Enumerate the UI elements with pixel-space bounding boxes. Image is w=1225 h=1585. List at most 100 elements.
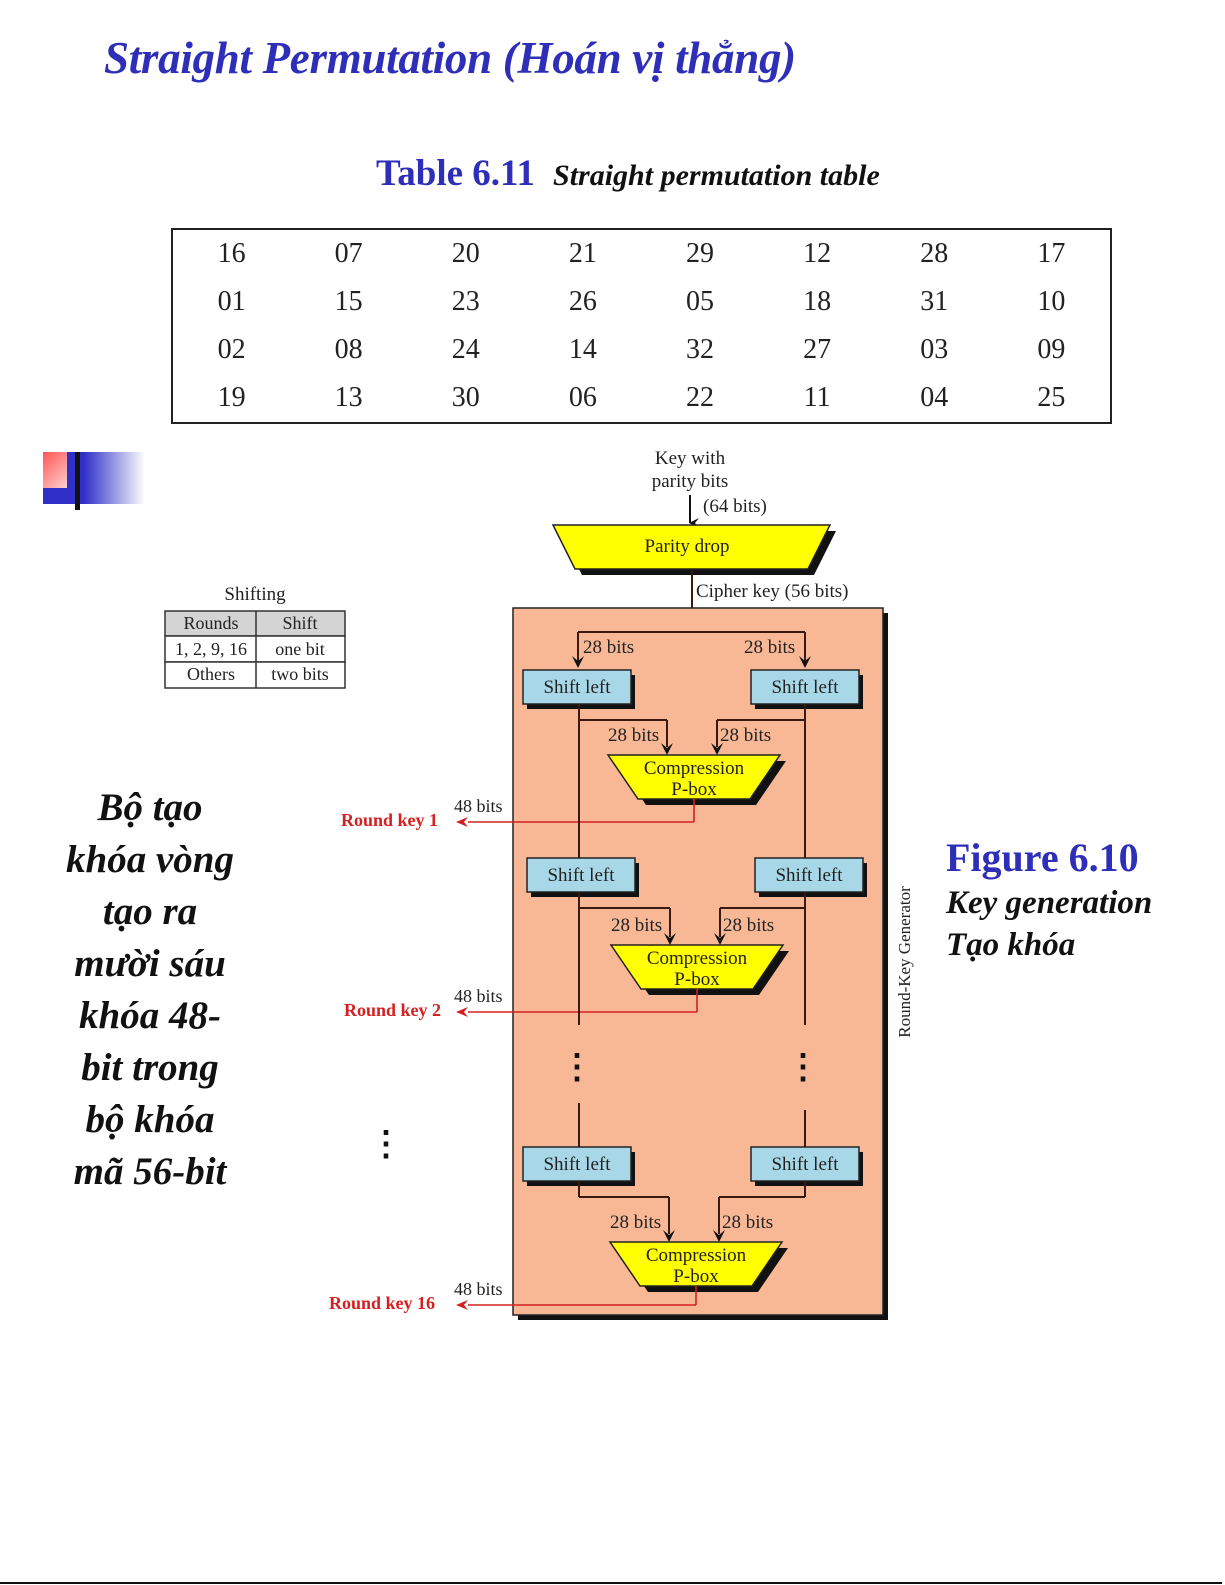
table-cell: 20 — [451, 238, 480, 269]
description-line: mã 56-bit — [73, 1150, 227, 1193]
shifting-header-rounds: Rounds — [183, 613, 238, 633]
permutation-table: 16 07 20 21 29 12 28 17 01 15 23 26 05 18 31 10 02 08 24 14… — [171, 228, 1112, 424]
table-cell: 18 — [803, 286, 832, 317]
parity-drop-box: Parity drop — [551, 524, 836, 575]
shifting-title: Shifting — [224, 584, 286, 605]
table-cell: 04 — [920, 382, 949, 413]
shift-left-label: Shift left — [547, 865, 615, 886]
half-bits-label: 28 bits — [720, 725, 771, 746]
shift-left-box: Shift left — [754, 857, 867, 897]
table-row: 16 07 20 21 29 12 28 17 — [172, 229, 1111, 278]
table-cell: 05 — [686, 286, 714, 317]
pbox-label: P-box — [671, 779, 717, 800]
shift-left-label: Shift left — [771, 1154, 839, 1175]
pbox-label: P-box — [673, 1266, 719, 1287]
parity-drop-label: Parity drop — [645, 536, 730, 557]
figure-title-vi: Tạo khóa — [946, 927, 1076, 963]
table-cell: 28 — [920, 238, 949, 269]
shifting-table: Shifting Rounds Shift 1, 2, 9, 16 one bi… — [164, 584, 346, 689]
page-bottom-rule — [0, 1582, 1222, 1584]
half-bits-label: 28 bits — [722, 1212, 773, 1233]
figure-number: Figure 6.10 — [946, 835, 1139, 880]
input-label-line2: parity bits — [652, 471, 729, 492]
table-cell: 07 — [334, 238, 363, 269]
table-cell: 11 — [803, 382, 831, 413]
table-cell: 27 — [803, 334, 832, 365]
compression-label: Compression — [644, 758, 745, 779]
table-cell: 32 — [686, 334, 714, 365]
table-cell: 23 — [451, 286, 480, 317]
table-row: 01 15 23 26 05 18 31 10 — [172, 278, 1111, 326]
table-cell: 15 — [334, 286, 363, 317]
shifting-cell: 1, 2, 9, 16 — [175, 639, 247, 659]
table-cell: 16 — [217, 238, 246, 269]
table-cell: 29 — [686, 238, 714, 269]
description-line: mười sáu — [74, 942, 226, 985]
table-cell: 22 — [686, 382, 714, 413]
table-cell: 17 — [1037, 238, 1066, 269]
table-row: 02 08 24 14 32 27 03 09 — [172, 326, 1111, 374]
shifting-cell: Others — [187, 664, 235, 684]
round-key-label: Round key 1 — [341, 810, 438, 830]
table-cell: 02 — [217, 334, 246, 365]
table-cell: 24 — [451, 334, 480, 365]
shift-left-label: Shift left — [543, 1154, 611, 1175]
round-key-label: Round key 2 — [344, 1000, 441, 1020]
description-line: Bộ tạo — [97, 786, 203, 829]
input-label-line1: Key with — [655, 448, 726, 469]
half-bits-label: 28 bits — [610, 1212, 661, 1233]
figure-title-en: Key generation — [946, 885, 1153, 921]
compression-label: Compression — [647, 948, 748, 969]
shift-left-label: Shift left — [771, 677, 839, 698]
table-cell: 03 — [920, 334, 949, 365]
round-key-bits-label: 48 bits — [454, 1279, 503, 1299]
round-key-label: Round key 16 — [329, 1293, 435, 1313]
description-line: khóa vòng — [66, 838, 234, 881]
shift-left-box: Shift left — [750, 669, 863, 709]
description-line: tạo ra — [102, 890, 198, 933]
table-number: Table 6.11 — [376, 153, 536, 194]
compression-label: Compression — [646, 1245, 747, 1266]
half-bits-label: 28 bits — [611, 915, 662, 936]
ellipsis-icon: ⋮ — [560, 1049, 594, 1086]
shifting-cell: one bit — [275, 639, 325, 659]
half-bits-label: 28 bits — [608, 725, 659, 746]
half-bits-label: 28 bits — [744, 637, 795, 658]
description-line: bộ khóa — [85, 1098, 215, 1141]
half-bits-label: 28 bits — [583, 637, 634, 658]
round-key-bits-label: 48 bits — [454, 986, 503, 1006]
input-key-label: Key with parity bits (64 bits) — [652, 448, 767, 517]
key-generator-description: Bộ tạo khóa vòng tạo ra mười sáu khóa 48- bit… — [42, 782, 258, 1198]
table-cell: 12 — [803, 238, 832, 269]
table-cell: 01 — [217, 286, 246, 317]
shifting-cell: two bits — [271, 664, 329, 684]
cipher-key-label: Cipher key (56 bits) — [696, 581, 849, 602]
figure-caption: Figure 6.10 Key generation Tạo khóa — [946, 834, 1152, 966]
table-cell: 14 — [568, 334, 597, 365]
table-cell: 21 — [568, 238, 597, 269]
half-bits-label: 28 bits — [723, 915, 774, 936]
table-cell: 19 — [217, 382, 246, 413]
bullet-icon — [43, 452, 145, 510]
table-cell: 31 — [920, 286, 949, 317]
shifting-header-shift: Shift — [282, 613, 317, 633]
ellipsis-icon: ⋮ — [786, 1049, 820, 1086]
ellipsis-icon: ⋮ — [369, 1126, 403, 1163]
description-line: khóa 48- — [79, 994, 221, 1037]
table-cell: 10 — [1037, 286, 1066, 317]
table-cell: 30 — [451, 382, 480, 413]
table-cell: 08 — [334, 334, 363, 365]
shift-left-box: Shift left — [522, 1146, 635, 1186]
shift-left-box: Shift left — [750, 1146, 863, 1186]
description-line: bit trong — [81, 1046, 219, 1089]
round-key-bits-label: 48 bits — [454, 796, 503, 816]
table-cell: 26 — [568, 286, 597, 317]
table-cell: 09 — [1037, 334, 1066, 365]
shift-left-label: Shift left — [543, 677, 611, 698]
generator-label: Round-Key Generator — [895, 886, 914, 1038]
